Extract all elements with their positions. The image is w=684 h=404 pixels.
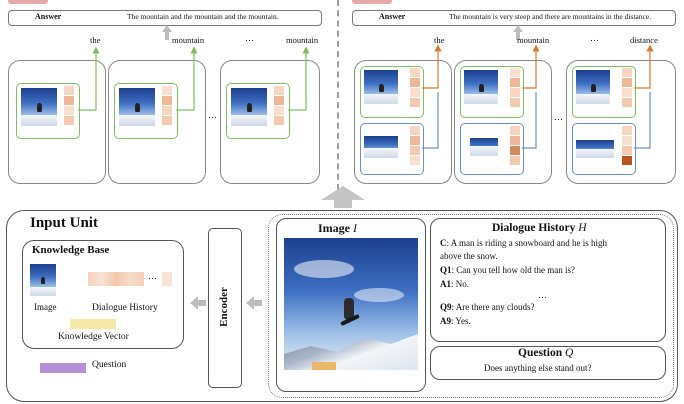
snowboard-thumbnail	[576, 70, 610, 104]
right-up-arrow-head	[513, 25, 523, 32]
q1-text: : Can you tell how old the man is?	[451, 265, 575, 275]
question-legend-label: Question	[92, 360, 127, 370]
left-answer-text: The mountain and the mountain and the mo…	[127, 12, 279, 21]
encoder-label-wrap: Encoder	[208, 228, 240, 386]
dialogue-history-label: Dialogue History	[92, 303, 158, 313]
dialogue-history-title: Dialogue History H	[492, 222, 587, 234]
dialogue-a9: A9: Yes.	[440, 316, 471, 326]
snowboard-thumbnail	[364, 70, 398, 104]
image-title-text: Image	[318, 221, 350, 235]
inputs-container	[268, 214, 674, 398]
image-symbol: I	[353, 221, 357, 235]
encoder-block	[208, 228, 242, 388]
dialogue-ellipsis: …	[538, 290, 547, 300]
mountain-crop-thumbnail	[470, 138, 498, 156]
attention-strip	[410, 68, 420, 108]
question-symbol: Q	[564, 347, 574, 359]
sun-glow	[312, 362, 336, 370]
snowboard-thumbnail	[21, 88, 57, 126]
q9-text: : Are there any clouds?	[451, 302, 535, 312]
knowledge-image-label: Image	[34, 302, 57, 312]
right-word-1: the	[434, 35, 445, 45]
question-text: Does anything else stand out?	[484, 363, 592, 373]
dialogue-a1: A1: No.	[440, 279, 469, 289]
caption-text-2: above the snow.	[440, 251, 498, 261]
attention-strip	[510, 126, 520, 166]
knowledge-dots: …	[148, 271, 157, 281]
attention-strip	[64, 86, 74, 126]
q1-tag: Q1	[440, 265, 452, 275]
input-unit-title: Input Unit	[30, 215, 98, 231]
snowboarder-photo	[284, 238, 418, 370]
dialogue-q9: Q9: Are there any clouds?	[440, 302, 534, 312]
dialogue-q1: Q1: Can you tell how old the man is?	[440, 265, 575, 275]
inputs-to-encoder-arrow-shaft	[254, 300, 262, 306]
question-color-bar	[40, 363, 86, 373]
a1-text: : No.	[451, 279, 469, 289]
left-word-2: mountain	[172, 35, 205, 45]
knowledge-base-title: Knowledge Base	[32, 244, 110, 256]
cloud	[354, 288, 404, 302]
encoder-to-kb-arrow	[190, 296, 198, 310]
dialogue-history-bar	[88, 272, 144, 286]
right-up-arrow-shaft	[516, 32, 520, 40]
question-title-text: Question	[518, 347, 563, 359]
attention-strip	[274, 86, 284, 126]
mountain-range	[284, 334, 418, 370]
right-panel-tab	[352, 0, 392, 4]
left-word-4: mountain	[286, 35, 319, 45]
encoder-label: Encoder	[218, 287, 231, 327]
right-word-4: distance	[630, 35, 658, 45]
image-input-title: Image I	[318, 221, 357, 236]
dialogue-caption-line-1: C: A man is riding a snowboard and he is…	[440, 238, 607, 248]
right-cells-ellipsis: …	[554, 112, 564, 122]
left-panel-tab	[8, 0, 48, 4]
right-answer-text: The mountain is very steep and there are…	[449, 12, 652, 21]
input-to-decoder-arrow-shaft	[334, 200, 352, 208]
right-word-3: …	[590, 33, 600, 43]
q9-tag: Q9	[440, 302, 452, 312]
snowboarder-figure	[344, 298, 354, 320]
left-answer-label: Answer	[35, 12, 62, 21]
right-arrows	[422, 44, 654, 149]
dialogue-symbol: H	[578, 222, 587, 234]
attention-strip	[622, 126, 632, 166]
panel-divider	[337, 0, 339, 190]
right-answer-label: Answer	[379, 12, 406, 21]
dialogue-title-text: Dialogue History	[492, 222, 576, 234]
snowboard-thumbnail	[119, 88, 155, 126]
knowledge-vector-bar	[70, 319, 116, 329]
knowledge-image-thumbnail	[30, 264, 56, 296]
attention-strip	[162, 86, 172, 126]
right-word-2: mountain	[517, 35, 550, 45]
a9-tag: A9	[440, 316, 451, 326]
cloud	[294, 260, 354, 278]
a1-tag: A1	[440, 279, 451, 289]
attention-strip	[622, 68, 632, 108]
encoder-to-kb-arrow-shaft	[198, 300, 206, 306]
caption-text-1: : A man is riding a snowboard and he is …	[446, 238, 607, 248]
left-up-arrow-head	[162, 25, 172, 32]
knowledge-vector-label: Knowledge Vector	[58, 332, 129, 342]
attention-strip	[410, 126, 420, 166]
question-title: Question Q	[518, 347, 573, 359]
left-green-arrows	[78, 46, 310, 111]
left-cells-ellipsis: …	[208, 110, 218, 120]
dialogue-history-bar-tail	[162, 272, 172, 286]
input-to-decoder-arrow-head	[321, 186, 365, 200]
mountain-crop-thumbnail	[576, 140, 614, 158]
attention-strip	[510, 68, 520, 108]
dialogue-history-box	[430, 218, 666, 342]
a9-text: : Yes.	[451, 316, 471, 326]
question-box	[430, 346, 666, 380]
snowboard-thumbnail	[464, 70, 498, 104]
left-word-3: …	[245, 33, 255, 43]
caption-tag: C	[440, 238, 447, 248]
mountain-crop-thumbnail	[364, 136, 398, 158]
snowboard-thumbnail	[231, 88, 267, 126]
left-up-arrow-shaft	[165, 32, 169, 40]
inputs-to-encoder-arrow	[246, 296, 254, 310]
left-word-1: the	[90, 35, 101, 45]
